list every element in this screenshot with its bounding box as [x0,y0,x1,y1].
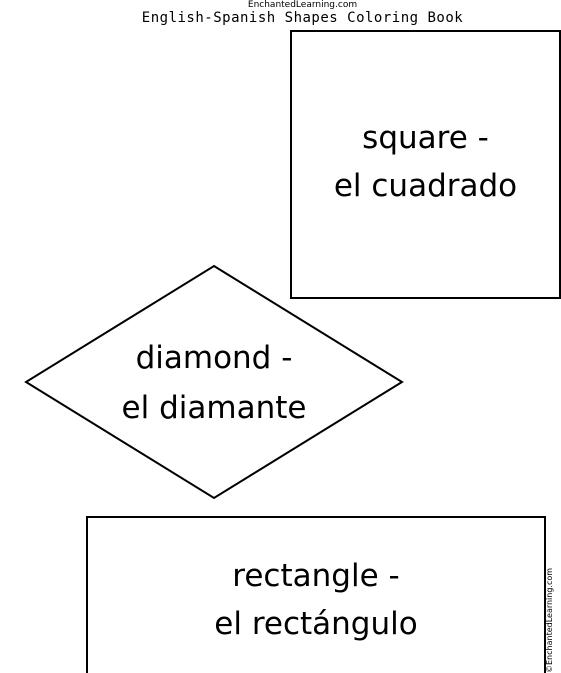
rectangle-english-label: rectangle - [232,558,400,594]
rectangle-shape: rectangle - el rectángulo [86,516,546,673]
rectangle-label: rectangle - el rectángulo [88,552,544,648]
rectangle-spanish-label: el rectángulo [214,606,418,642]
site-name: EnchantedLearning.com [247,0,358,10]
square-english-label: square - [362,120,489,156]
square-label: square - el cuadrado [292,114,559,210]
square-shape: square - el cuadrado [290,30,561,299]
diamond-spanish-label: el diamante [121,390,307,426]
diamond-english-label: diamond - [135,340,293,376]
copyright-text: ©EnchantedLearning.com [545,567,554,673]
copyright-notice: ©EnchantedLearning.com [543,555,559,673]
diamond-shape: diamond - el diamante [24,264,404,500]
page-title: English-Spanish Shapes Coloring Book [141,10,464,26]
diamond-label: diamond - el diamante [24,333,404,433]
square-spanish-label: el cuadrado [333,168,518,204]
diamond-outline [24,264,404,500]
